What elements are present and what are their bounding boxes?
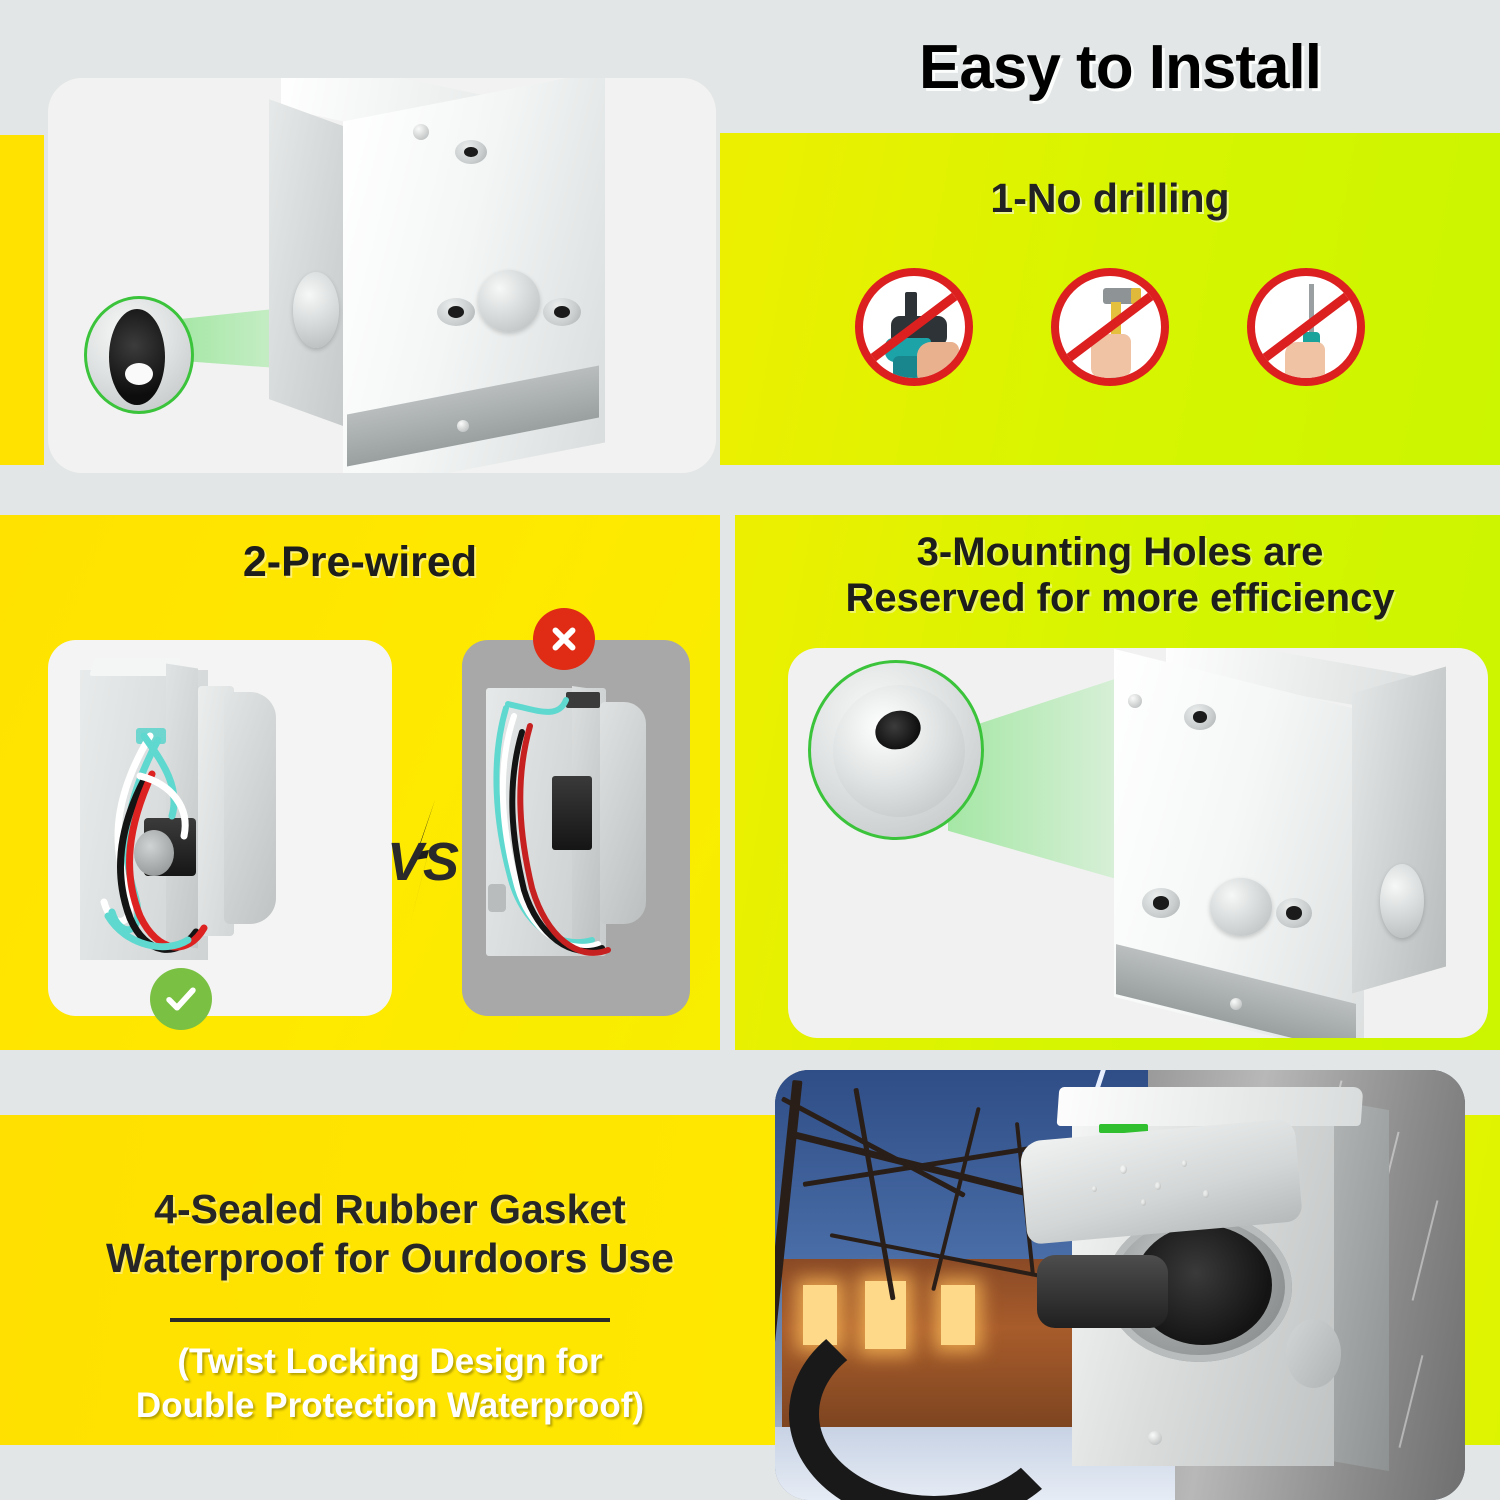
status-badge-bad xyxy=(533,608,595,670)
close-icon xyxy=(533,608,595,670)
pre-wired-good-card xyxy=(48,640,392,1016)
hole-dimple xyxy=(833,685,965,817)
no-screwdriver-icon xyxy=(1247,268,1365,386)
magnified-knockout-callout xyxy=(84,296,194,414)
wiring-diagram-good xyxy=(48,640,392,1016)
wires-bad xyxy=(493,697,611,956)
step-1-label-text: 1-No drilling xyxy=(990,175,1230,221)
water-droplet xyxy=(1092,1186,1098,1193)
step-4-sub-line2: Double Protection Waterproof) xyxy=(135,1385,645,1425)
step-4-sub-label: (Twist Locking Design for Double Protect… xyxy=(40,1340,740,1428)
product-knockout-photo-card xyxy=(48,78,716,473)
water-droplet xyxy=(1202,1190,1209,1199)
magnified-mounting-hole-callout xyxy=(808,660,984,840)
box-side-right xyxy=(1352,666,1446,994)
versus-badge: VS xyxy=(383,800,467,920)
box-screw-top xyxy=(1128,694,1142,708)
product-photo xyxy=(48,78,716,473)
step-1-label: 1-No drilling xyxy=(720,175,1500,222)
check-icon xyxy=(150,968,212,1030)
prohibited-tools-row xyxy=(720,268,1500,386)
step-3-label-line2: Reserved for more efficiency xyxy=(845,575,1395,620)
water-droplet xyxy=(1140,1199,1146,1206)
wiring-diagram-bad xyxy=(462,640,690,1016)
knockout-large-front xyxy=(478,270,540,332)
versus-text: VS xyxy=(387,832,459,892)
outdoor-waterproof-photo-card xyxy=(775,1070,1465,1500)
knockout-hole-detail xyxy=(109,309,165,405)
electrical-box-illustration xyxy=(1080,648,1480,1038)
mounting-hole-right xyxy=(1276,898,1312,928)
water-droplet xyxy=(1154,1181,1161,1190)
step-3-label: 3-Mounting Holes are Reserved for more e… xyxy=(750,530,1490,621)
step-4-sub-line1: (Twist Locking Design for xyxy=(177,1342,603,1381)
outlet-box-top xyxy=(1056,1087,1363,1126)
outdoor-scene xyxy=(775,1070,1465,1500)
mounting-holes-photo-card xyxy=(788,648,1488,1038)
no-drill-icon xyxy=(855,268,973,386)
screwdriver-icon xyxy=(1255,276,1357,378)
knockout-large-front xyxy=(1210,878,1272,936)
mounting-hole-left xyxy=(1142,888,1180,918)
pre-wired-bad-card xyxy=(462,640,690,1016)
step-2-label-text: 2-Pre-wired xyxy=(242,538,478,586)
knockout-small-top xyxy=(455,140,487,164)
outlet-box-screw xyxy=(1147,1431,1162,1446)
divider xyxy=(170,1318,610,1322)
mounting-photo xyxy=(788,648,1488,1038)
page-title: Easy to Install xyxy=(740,32,1500,118)
status-badge-good xyxy=(150,968,212,1030)
water-droplet xyxy=(1182,1160,1188,1168)
box-side-left xyxy=(269,99,351,429)
electrical-box-illustration xyxy=(263,78,683,473)
step-2-label: 2-Pre-wired xyxy=(0,538,720,587)
power-plug xyxy=(1037,1254,1169,1328)
box-screw-top xyxy=(413,124,429,140)
knockout-small-right xyxy=(543,298,581,326)
water-droplet xyxy=(1120,1164,1127,1174)
knockout-bottom-side xyxy=(1285,1319,1341,1389)
no-hammer-icon xyxy=(1051,268,1169,386)
green-indicator xyxy=(1099,1123,1148,1134)
box-screw-bottom xyxy=(457,420,469,432)
step-4-label-line2: Waterproof for Ourdoors Use xyxy=(106,1235,674,1282)
page-title-text: Easy to Install xyxy=(919,33,1322,102)
drill-icon xyxy=(863,276,965,378)
step-4-label: 4-Sealed Rubber Gasket Waterproof for Ou… xyxy=(40,1185,740,1283)
knockout-tab xyxy=(125,363,153,385)
accent-strip-left xyxy=(0,135,44,465)
wires-good xyxy=(100,732,208,953)
mounting-hole-top xyxy=(1184,704,1216,730)
knockout-side-face xyxy=(293,272,339,348)
box-screw-bottom xyxy=(1230,998,1242,1010)
knockout-side-face xyxy=(1380,864,1424,938)
step-4-label-line1: 4-Sealed Rubber Gasket xyxy=(154,1186,626,1232)
step-3-label-line1: 3-Mounting Holes are xyxy=(916,530,1324,574)
knockout-small-left xyxy=(437,298,475,326)
